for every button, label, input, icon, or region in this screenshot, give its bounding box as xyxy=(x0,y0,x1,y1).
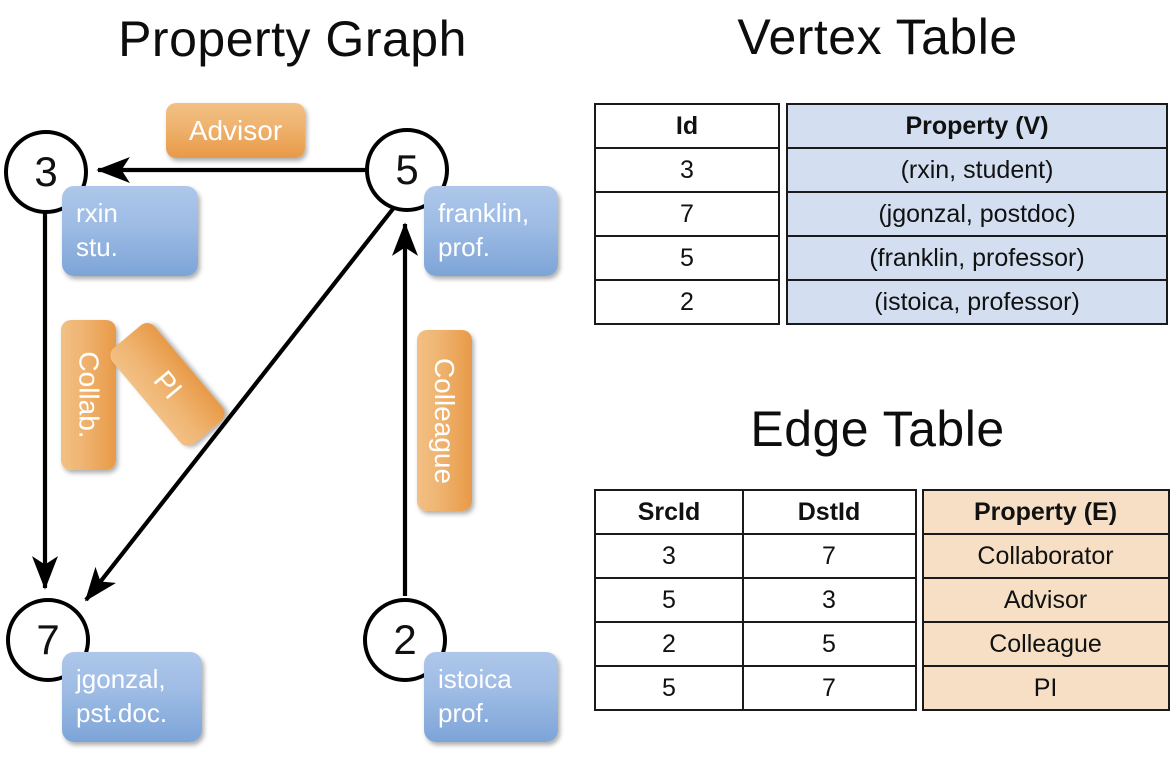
table-header-row: SrcId xyxy=(594,489,744,535)
edge-table-property-column: Property (E) Collaborator Advisor Collea… xyxy=(921,489,1170,711)
vertex-cell-property: (franklin, professor) xyxy=(786,235,1168,281)
table-header-row: Id xyxy=(594,103,780,149)
vertex-cell-id: 2 xyxy=(594,279,780,325)
table-row: Colleague xyxy=(921,621,1170,667)
table-row: 5 xyxy=(741,621,917,667)
graph-node-7-label: 7 xyxy=(36,616,60,663)
edge-cell-srcid: 5 xyxy=(594,577,744,623)
edge-label-collab: Collab. xyxy=(61,320,116,470)
edge-header-dstid: DstId xyxy=(741,489,917,535)
node-property-line-2: prof. xyxy=(438,698,491,728)
graph-edges-layer xyxy=(31,156,419,602)
node-property-line-2: pst.doc. xyxy=(76,698,168,728)
table-row: 2 xyxy=(594,621,744,667)
vertex-cell-property: (istoica, professor) xyxy=(786,279,1168,325)
edge-label-pi-text: PI xyxy=(147,364,189,405)
vertex-cell-property: (jgonzal, postdoc) xyxy=(786,191,1168,237)
vertex-table: Id 3 7 5 2 Property ( xyxy=(594,103,1168,325)
edge-cell-dstid: 3 xyxy=(741,577,917,623)
table-row: PI xyxy=(921,665,1170,711)
edge-cell-property: PI xyxy=(921,665,1170,711)
table-row: (istoica, professor) xyxy=(786,279,1168,325)
table-header-row: Property (V) xyxy=(786,103,1168,149)
vertex-cell-id: 7 xyxy=(594,191,780,237)
graph-node-2-label: 2 xyxy=(393,616,417,663)
page-title-vertex-table: Vertex Table xyxy=(737,9,1018,65)
table-row: 3 xyxy=(594,147,780,193)
edge-label-collab-text: Collab. xyxy=(73,351,105,439)
edge-cell-srcid: 3 xyxy=(594,533,744,579)
edge-cell-property: Colleague xyxy=(921,621,1170,667)
node-property-line-1: franklin, xyxy=(438,198,530,228)
node-property-box-5: franklin, prof. xyxy=(424,186,558,276)
edge-header-srcid: SrcId xyxy=(594,489,744,535)
edge-header-property: Property (E) xyxy=(921,489,1170,535)
page-title-edge-table: Edge Table xyxy=(750,401,1005,457)
table-row: 7 xyxy=(594,191,780,237)
page-title-property-graph: Property Graph xyxy=(118,11,467,67)
graph-node-2[interactable]: 2 xyxy=(363,598,447,682)
edge-cell-property: Collaborator xyxy=(921,533,1170,579)
node-property-line-1: jgonzal, xyxy=(76,664,166,694)
vertex-header-id: Id xyxy=(594,103,780,149)
table-header-row: Property (E) xyxy=(921,489,1170,535)
vertex-cell-property: (rxin, student) xyxy=(786,147,1168,193)
edge-cell-dstid: 7 xyxy=(741,533,917,579)
vertex-header-property: Property (V) xyxy=(786,103,1168,149)
edge-cell-srcid: 2 xyxy=(594,621,744,667)
graph-node-5-label: 5 xyxy=(395,146,419,193)
property-graph-panel: Property Graph 3 5 7 xyxy=(4,11,558,742)
edge-table-srcid-column: SrcId 3 5 2 5 xyxy=(594,489,744,711)
table-row: 5 xyxy=(594,577,744,623)
table-row: (franklin, professor) xyxy=(786,235,1168,281)
vertex-cell-id: 3 xyxy=(594,147,780,193)
table-row: (jgonzal, postdoc) xyxy=(786,191,1168,237)
node-property-box-7: jgonzal, pst.doc. xyxy=(62,652,202,742)
node-property-line-2: stu. xyxy=(76,232,118,262)
table-row: 2 xyxy=(594,279,780,325)
table-row: Collaborator xyxy=(921,533,1170,579)
edge-label-colleague: Colleague xyxy=(417,330,472,511)
table-row: (rxin, student) xyxy=(786,147,1168,193)
table-header-row: DstId xyxy=(741,489,917,535)
node-property-line-1: istoica xyxy=(438,664,512,694)
table-row: 5 xyxy=(594,665,744,711)
vertex-table-property-column: Property (V) (rxin, student) (jgonzal, p… xyxy=(786,103,1168,325)
edge-cell-dstid: 7 xyxy=(741,665,917,711)
graph-node-5[interactable]: 5 xyxy=(365,128,449,212)
table-row: 7 xyxy=(741,533,917,579)
edge-label-colleague-text: Colleague xyxy=(429,357,461,484)
node-property-line-2: prof. xyxy=(438,232,491,262)
graph-node-3-label: 3 xyxy=(34,148,58,195)
edge-cell-srcid: 5 xyxy=(594,665,744,711)
table-row: 5 xyxy=(594,235,780,281)
edge-label-advisor-text: Advisor xyxy=(188,114,283,146)
edge-label-advisor: Advisor xyxy=(166,103,305,158)
edge-table-dstid-column: DstId 7 3 5 7 xyxy=(741,489,917,711)
node-property-box-2: istoica prof. xyxy=(424,652,558,742)
node-property-line-1: rxin xyxy=(76,198,118,228)
edge-cell-property: Advisor xyxy=(921,577,1170,623)
table-row: 3 xyxy=(741,577,917,623)
vertex-table-id-column: Id 3 7 5 2 xyxy=(594,103,780,325)
edge-cell-dstid: 5 xyxy=(741,621,917,667)
table-row: Advisor xyxy=(921,577,1170,623)
table-row: 3 xyxy=(594,533,744,579)
edge-5-to-7 xyxy=(84,203,398,602)
node-property-box-3: rxin stu. xyxy=(62,186,198,276)
table-row: 7 xyxy=(741,665,917,711)
vertex-cell-id: 5 xyxy=(594,235,780,281)
edge-table: SrcId 3 5 2 5 DstId xyxy=(594,489,1170,711)
